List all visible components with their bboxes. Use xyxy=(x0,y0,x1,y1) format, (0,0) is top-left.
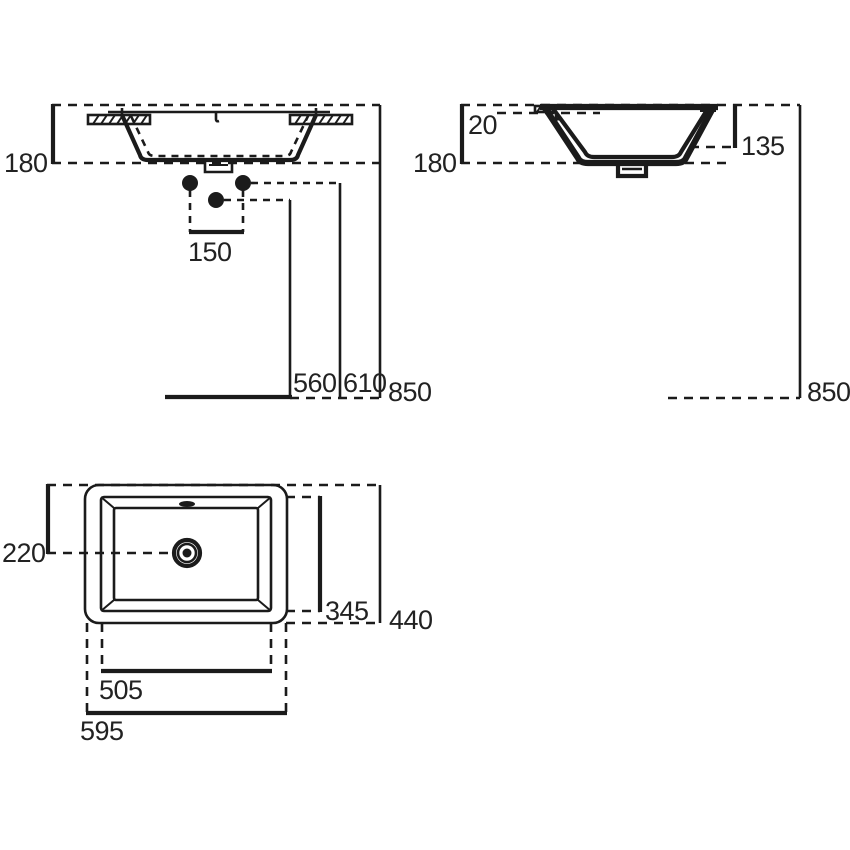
plan-bowl xyxy=(112,506,260,602)
dim-plan-345-label: 345 xyxy=(325,596,369,626)
plan-bowl-bevels xyxy=(100,496,272,612)
dim-side-850-label: 850 xyxy=(807,377,850,407)
dim-plan-505-label: 505 xyxy=(99,675,143,705)
side-left-flange xyxy=(533,104,555,114)
dim-side-20-label: 20 xyxy=(468,110,497,140)
dim-side-180-label: 180 xyxy=(413,148,457,178)
front-left-rim-flange xyxy=(86,113,152,126)
tap-hole-center-dot xyxy=(208,192,224,208)
dim-plan-220-label: 220 xyxy=(2,538,46,568)
side-overflow-mark xyxy=(554,112,560,121)
side-bowl-outer xyxy=(542,106,716,167)
tap-hole-right-dot xyxy=(235,175,251,191)
front-tap-holes-group xyxy=(182,175,342,397)
front-extension-lines xyxy=(50,103,382,400)
front-rim-ticks xyxy=(120,108,318,116)
dim-front-560-label: 560 xyxy=(293,368,337,398)
drain-mid-ring xyxy=(176,542,198,564)
side-bowl-inner xyxy=(552,108,709,160)
front-overflow-mark xyxy=(214,113,220,123)
side-elevation-view: 180 20 135 850 xyxy=(413,103,850,407)
plan-lower-dimensions xyxy=(85,623,288,716)
dim-front-180-label: 180 xyxy=(4,148,48,178)
dim-plan-595-label: 595 xyxy=(80,716,124,746)
plan-drain-assembly xyxy=(171,537,203,569)
plan-inner-rim xyxy=(99,495,273,613)
side-left-flange-hatch xyxy=(536,105,554,113)
side-right-cap xyxy=(700,104,716,112)
plan-view: 220 345 440 505 595 xyxy=(2,483,433,746)
side-basin-outline xyxy=(533,103,718,179)
front-bowl-outer-profile xyxy=(120,114,318,163)
front-bowl-inner-profile xyxy=(129,115,310,158)
plan-overflow-slot xyxy=(179,501,195,507)
dim-plan-440-label: 440 xyxy=(389,605,433,635)
front-basin-outline xyxy=(86,108,354,174)
plan-basin-outline xyxy=(83,483,289,625)
dim-front-610-label: 610 xyxy=(343,368,387,398)
tap-hole-left-dot xyxy=(182,175,198,191)
front-elevation-view: 180 150 560 610 850 xyxy=(4,103,432,407)
drain-center xyxy=(182,548,192,558)
front-drain-boss xyxy=(203,160,234,174)
dim-front-150-label: 150 xyxy=(188,237,232,267)
drain-outer-ring xyxy=(171,537,203,569)
dim-front-850-label: 850 xyxy=(388,377,432,407)
dim-side-135-label: 135 xyxy=(741,131,785,161)
plan-outer-rim xyxy=(83,483,289,625)
side-drain-boss xyxy=(615,163,649,179)
front-right-rim-flange xyxy=(288,113,354,126)
front-left-flange-hatch xyxy=(92,114,148,125)
